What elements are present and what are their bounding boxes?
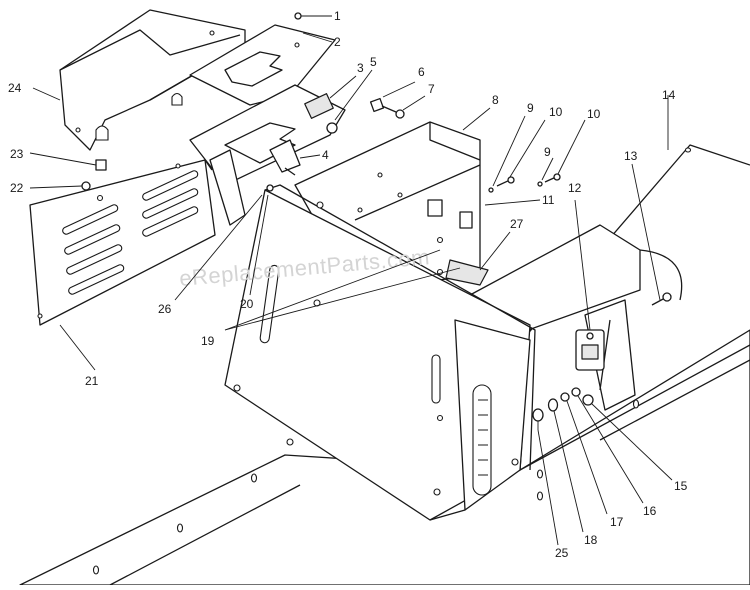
gearbox — [469, 224, 683, 411]
callout-26: 26 — [158, 302, 172, 316]
callout-9b: 9 — [544, 145, 551, 159]
callout-5: 5 — [370, 55, 377, 69]
bolt-6 — [369, 97, 397, 113]
callout-23: 23 — [10, 147, 24, 161]
callout-12: 12 — [568, 181, 582, 195]
callout-24: 24 — [8, 81, 22, 95]
callout-15: 15 — [674, 479, 688, 493]
callout-25: 25 — [555, 546, 569, 560]
top-cover — [59, 9, 246, 151]
screw-10b — [544, 173, 561, 183]
pin-26 — [266, 184, 274, 192]
callout-14: 14 — [662, 88, 676, 102]
callout-21: 21 — [85, 374, 99, 388]
callout-20: 20 — [240, 297, 254, 311]
louvers — [62, 170, 199, 295]
switch-bracket — [189, 84, 346, 226]
switch-hardware — [532, 387, 594, 430]
ring-18 — [547, 398, 559, 412]
callout-6: 6 — [418, 65, 425, 79]
callout-11: 11 — [542, 193, 555, 207]
callout-4: 4 — [322, 148, 329, 162]
front-panel — [224, 184, 536, 521]
small-hardware — [81, 12, 561, 193]
callout-7: 7 — [428, 82, 435, 96]
washer-9a — [488, 187, 494, 193]
callout-17: 17 — [610, 515, 624, 529]
callout-19: 19 — [201, 334, 215, 348]
callout-numbers: 1 2 3 4 5 6 7 8 9 9 10 10 11 12 13 14 15… — [8, 9, 688, 560]
bolt-22 — [81, 181, 91, 191]
callout-10b: 10 — [587, 107, 601, 121]
screw-10a — [496, 176, 515, 187]
nut-15 — [582, 394, 594, 406]
callout-10a: 10 — [549, 105, 563, 119]
callout-3: 3 — [357, 61, 364, 75]
callout-13: 13 — [624, 149, 638, 163]
base-deck — [19, 144, 750, 586]
washer-9b — [537, 181, 543, 187]
callout-1: 1 — [334, 9, 341, 23]
washer-17 — [560, 392, 570, 402]
callout-27: 27 — [510, 217, 524, 231]
callout-18: 18 — [584, 533, 598, 547]
callout-9a: 9 — [527, 101, 534, 115]
nut-5 — [326, 122, 338, 134]
callout-2: 2 — [334, 35, 341, 49]
washer-16 — [571, 387, 581, 397]
callout-22: 22 — [10, 181, 24, 195]
clip-23 — [95, 159, 107, 171]
leader-lines — [29, 15, 673, 546]
cover-plate — [189, 24, 336, 106]
callout-8: 8 — [492, 93, 499, 107]
screw-1 — [294, 12, 302, 20]
callout-16: 16 — [643, 504, 657, 518]
louvered-cover — [29, 159, 216, 326]
knob-25 — [532, 408, 544, 422]
washer-7 — [395, 109, 405, 119]
